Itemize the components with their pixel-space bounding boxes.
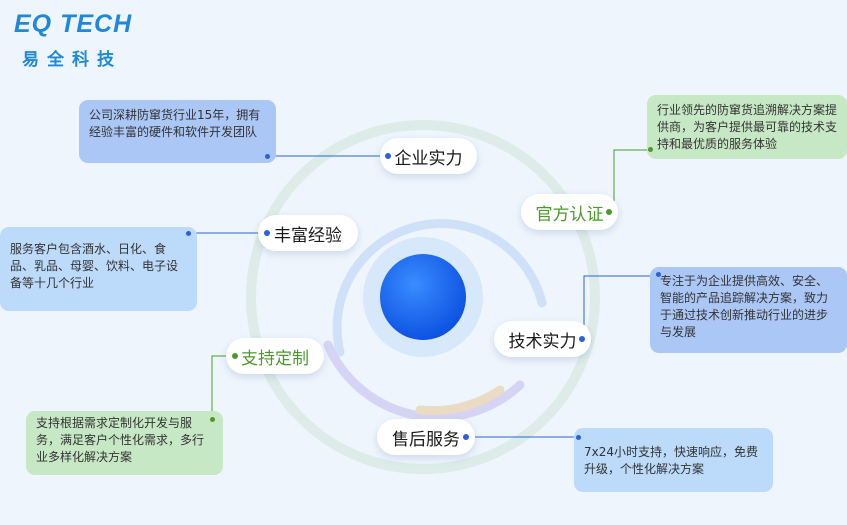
connector-certified — [613, 149, 650, 212]
node-dot — [385, 153, 391, 159]
core-circle — [380, 254, 466, 340]
node-dot — [463, 434, 469, 440]
node-service-text: 7x24小时支持，快速响应，免费升级，个性化解决方案 — [584, 445, 759, 476]
node-custom-pill[interactable]: 支持定制 — [226, 338, 324, 374]
box-dot — [265, 154, 270, 159]
box-dot — [576, 435, 581, 440]
box-dot — [186, 231, 191, 236]
node-company-text: 公司深耕防窜货行业15年，拥有经验丰富的硬件和软件开发团队 — [89, 108, 261, 139]
logo-wordmark: EQ TECH — [14, 10, 133, 38]
node-tech-description: 专注于为企业提供高效、安全、智能的产品追踪解决方案，致力于通过技术创新推动行业的… — [650, 267, 847, 353]
box-dot — [210, 417, 215, 422]
node-tech-label: 技术实力 — [508, 331, 577, 352]
box-dot — [648, 147, 653, 152]
node-company-label: 企业实力 — [394, 148, 463, 169]
node-dot — [232, 353, 238, 359]
node-dot — [579, 336, 585, 342]
node-dot — [606, 209, 612, 215]
node-company-pill[interactable]: 企业实力 — [380, 138, 477, 174]
node-experience-label: 丰富经验 — [274, 225, 342, 246]
node-experience-text: 服务客户包含酒水、日化、食品、乳品、母婴、饮料、电子设备等十几个行业 — [10, 242, 179, 290]
node-custom-text: 支持根据需求定制化开发与服务，满足客户个性化需求，多行业多样化解决方案 — [36, 416, 205, 464]
box-dot — [656, 272, 661, 277]
node-company-description: 公司深耕防窜货行业15年，拥有经验丰富的硬件和软件开发团队 — [79, 100, 276, 163]
company-logo: EQ TECH 易全科技 — [12, 10, 152, 70]
node-service-pill[interactable]: 售后服务 — [377, 419, 475, 455]
node-service-description: 7x24小时支持，快速响应，免费升级，个性化解决方案 — [574, 428, 773, 492]
connector-custom — [211, 355, 232, 420]
middle-ring-arc-purple — [323, 340, 525, 422]
node-custom-label: 支持定制 — [241, 348, 309, 369]
node-service-label: 售后服务 — [392, 429, 460, 450]
node-tech-pill[interactable]: 技术实力 — [494, 321, 591, 357]
node-certified-pill[interactable]: 官方认证 — [521, 194, 618, 230]
logo-chinese-name: 易全科技 — [22, 50, 122, 70]
node-experience-pill[interactable]: 丰富经验 — [258, 215, 358, 251]
outer-ring — [246, 120, 600, 474]
node-custom-description: 支持根据需求定制化开发与服务，满足客户个性化需求，多行业多样化解决方案 — [26, 411, 223, 475]
middle-ring-arc-blue — [332, 219, 547, 357]
node-tech-text: 专注于为企业提供高效、安全、智能的产品追踪解决方案，致力于通过技术创新推动行业的… — [660, 274, 829, 339]
connector-tech — [583, 275, 660, 340]
node-certified-text: 行业领先的防窜货追溯解决方案提供商，为客户提供最可靠的技术支持和最优质的服务体验 — [657, 103, 838, 151]
middle-ring-arc-beige — [415, 385, 505, 416]
node-certified-label: 官方认证 — [535, 204, 604, 225]
node-certified-description: 行业领先的防窜货追溯解决方案提供商，为客户提供最可靠的技术支持和最优质的服务体验 — [647, 95, 847, 159]
node-experience-description: 服务客户包含酒水、日化、食品、乳品、母婴、饮料、电子设备等十几个行业 — [0, 227, 197, 311]
node-dot — [264, 230, 270, 236]
